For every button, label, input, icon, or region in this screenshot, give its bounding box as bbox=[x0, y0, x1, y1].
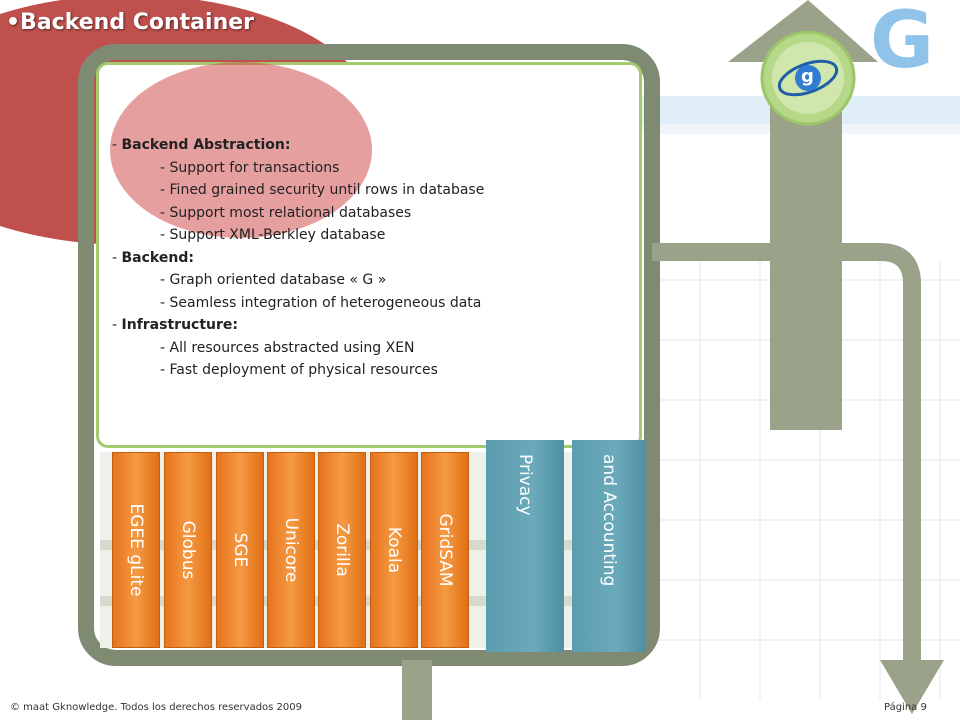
bar-label: Zorilla bbox=[332, 523, 352, 577]
list-item: - Support most relational databases bbox=[160, 204, 412, 221]
bar-globus: Globus bbox=[164, 452, 212, 648]
down-pipe bbox=[652, 243, 921, 664]
list-item: - All resources abstracted using XEN bbox=[160, 339, 415, 356]
outer-frame bbox=[78, 44, 660, 666]
bar-unicore: Unicore bbox=[267, 452, 315, 648]
globe-icon bbox=[795, 65, 821, 91]
list-item: - Support XML-Berkley database bbox=[160, 227, 386, 243]
bar-label: Globus bbox=[178, 520, 198, 580]
content-list: - Backend Abstraction: - Support for tra… bbox=[112, 134, 632, 382]
bar-label: GridSAM bbox=[435, 513, 455, 587]
list-item: - Backend: bbox=[112, 249, 194, 266]
bar-label: Unicore bbox=[281, 517, 301, 583]
list-item: - Fined grained security until rows in d… bbox=[160, 182, 485, 198]
down-arrow-head bbox=[880, 660, 944, 714]
badge-letter: g bbox=[801, 66, 814, 87]
bar-label: EGEE gLite bbox=[126, 503, 146, 597]
bottom-pipe bbox=[402, 660, 432, 720]
bar-sge: SGE bbox=[216, 452, 264, 648]
g-logo: G bbox=[870, 0, 935, 86]
footer-page-number: Página 9 bbox=[884, 702, 927, 713]
bar-label: SGE bbox=[230, 532, 250, 568]
bar-gridsam: GridSAM bbox=[421, 452, 469, 648]
slide-title: •Backend Container bbox=[6, 10, 255, 35]
column-accounting: and Accounting bbox=[572, 440, 646, 652]
column-label: and Accounting bbox=[599, 454, 619, 587]
list-item: - Backend Abstraction: bbox=[112, 137, 291, 153]
bar-koala: Koala bbox=[370, 452, 418, 648]
list-item: - Graph oriented database « G » bbox=[160, 272, 387, 288]
list-item: - Fast deployment of physical resources bbox=[160, 362, 438, 378]
column-privacy: Privacy bbox=[486, 440, 564, 652]
column-label: Privacy bbox=[515, 454, 535, 516]
bar-egee-glite: EGEE gLite bbox=[112, 452, 160, 648]
bar-label: Koala bbox=[384, 526, 404, 574]
globe-orbit-icon bbox=[777, 59, 839, 97]
footer-copyright: © maat Gknowledge. Todos los derechos re… bbox=[10, 702, 303, 713]
list-item: - Infrastructure: bbox=[112, 317, 238, 333]
list-item: - Support for transactions bbox=[160, 159, 340, 176]
list-item: - Seamless integration of heterogeneous … bbox=[160, 294, 482, 311]
bar-zorilla: Zorilla bbox=[318, 452, 366, 648]
